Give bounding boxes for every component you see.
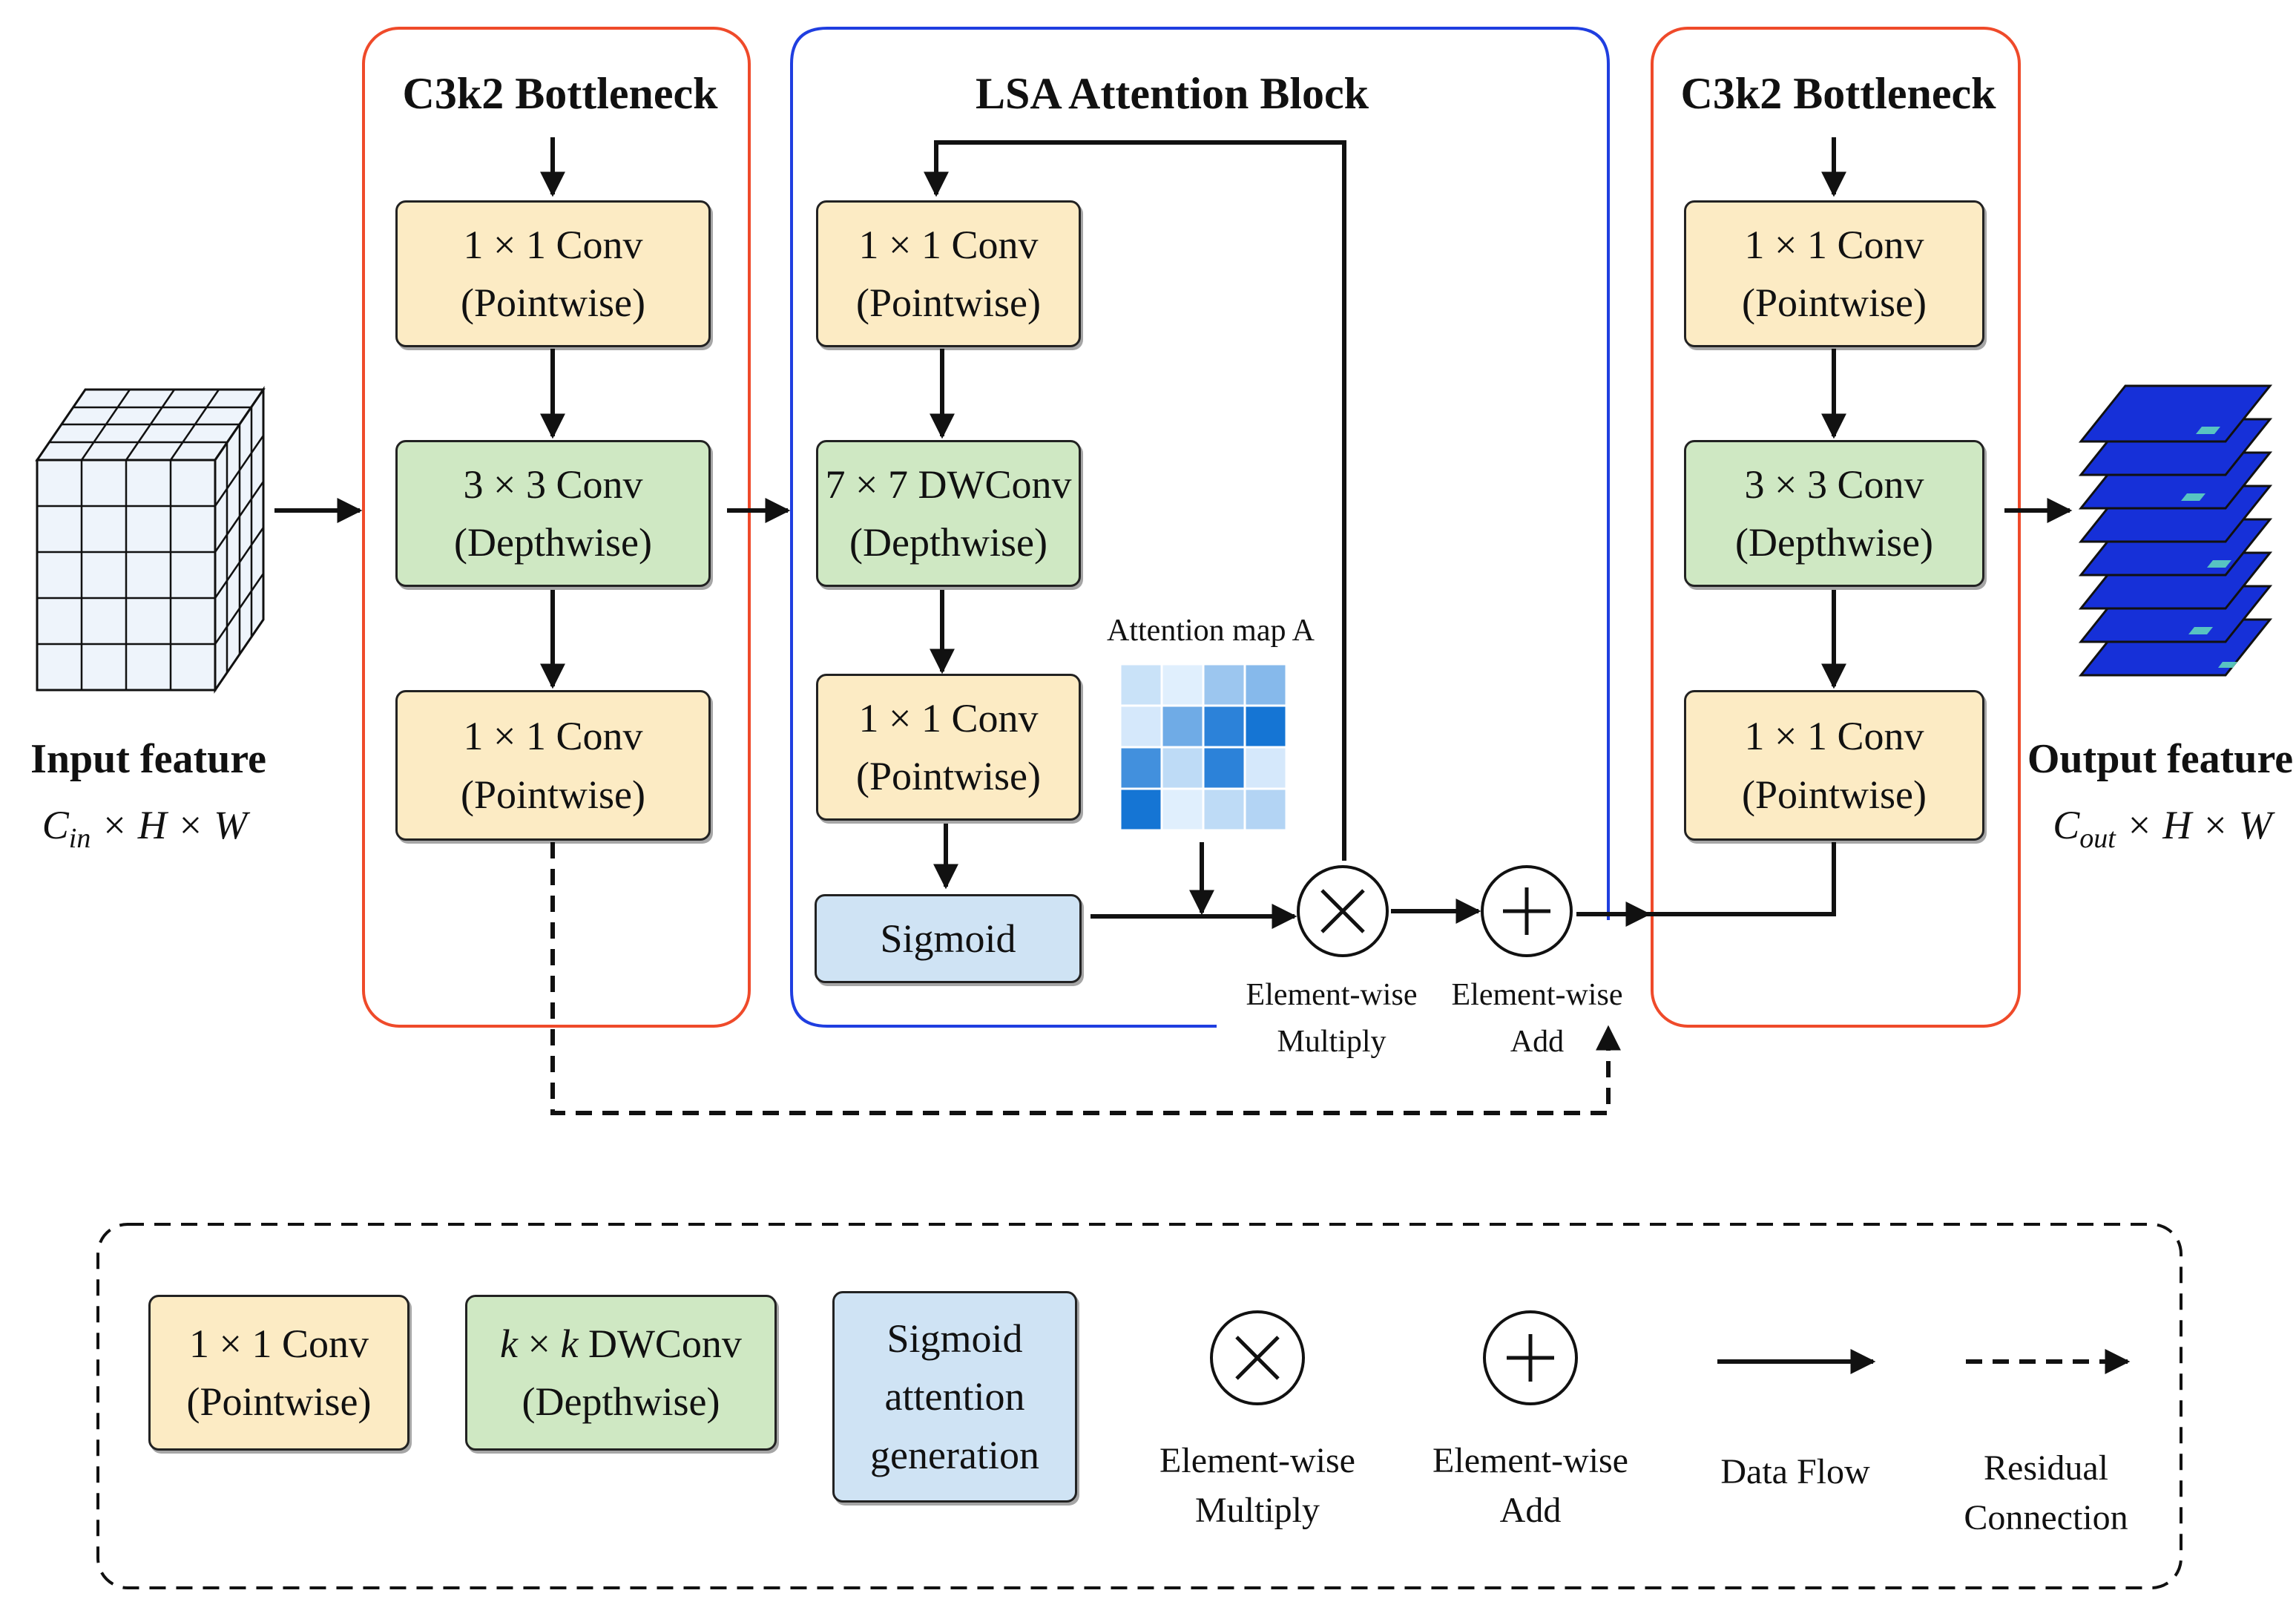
arrow-lsa-loop	[924, 140, 1346, 861]
attention-map-cell	[1160, 663, 1205, 707]
lsa-block-title: LSA Attention Block	[975, 69, 1369, 118]
multiply-operator	[1297, 865, 1389, 957]
attention-map-cell	[1119, 746, 1163, 790]
legend-residual-label: Residual Connection	[1964, 1443, 2128, 1543]
legend-residual-line2: Connection	[1964, 1498, 2128, 1538]
legend-dwconv-label: k × k DWConv	[500, 1321, 742, 1366]
lsa-conv3-sub: (Pointwise)	[856, 754, 1041, 798]
left-conv3-sub: (Pointwise)	[461, 772, 645, 817]
right-bottleneck-container	[1651, 27, 2021, 1028]
multiply-label: Element-wise Multiply	[1246, 972, 1418, 1066]
legend-residual-line1: Residual	[1984, 1448, 2108, 1488]
lsa-conv2-label: 7 × 7 DWConv	[825, 462, 1072, 507]
input-feature-title: Input feature	[30, 736, 266, 782]
left-conv1-sub: (Pointwise)	[461, 280, 645, 325]
lsa-conv2-sub: (Depthwise)	[849, 520, 1047, 565]
legend-pointwise-label: 1 × 1 Conv	[189, 1321, 369, 1366]
attention-map-cell	[1202, 663, 1246, 707]
attention-map-cell	[1160, 746, 1205, 790]
attention-map-cell	[1202, 746, 1246, 790]
legend-multiply-icon	[1210, 1310, 1305, 1405]
lsa-conv1-label: 1 × 1 Conv	[858, 222, 1039, 267]
attention-map-cell	[1202, 787, 1246, 832]
legend-multiply-line1: Element-wise	[1159, 1441, 1355, 1480]
right-conv1-label: 1 × 1 Conv	[1744, 222, 1924, 267]
attention-map-cell	[1160, 787, 1205, 832]
lsa-conv2-box: 7 × 7 DWConv (Depthwise)	[816, 440, 1081, 587]
residual-connection	[550, 842, 1621, 1115]
multiply-label-line2: Multiply	[1277, 1025, 1387, 1059]
right-conv1-sub: (Pointwise)	[1742, 280, 1927, 325]
right-conv2-sub: (Depthwise)	[1735, 520, 1933, 565]
attention-map-cell	[1243, 663, 1288, 707]
add-label: Element-wise Add	[1452, 972, 1623, 1066]
add-label-line2: Add	[1510, 1025, 1565, 1059]
legend-dataflow-label: Data Flow	[1720, 1452, 1870, 1491]
left-bottleneck-container	[362, 27, 751, 1028]
attention-map-cell	[1119, 663, 1163, 707]
lsa-conv3-label: 1 × 1 Conv	[858, 695, 1039, 741]
attention-map-cell	[1243, 704, 1288, 749]
attention-map-cell	[1160, 704, 1205, 749]
legend-add-icon	[1483, 1310, 1578, 1405]
add-operator	[1481, 865, 1573, 957]
right-conv1-box: 1 × 1 Conv (Pointwise)	[1684, 200, 1984, 347]
input-feature-dims: Cin × H × W	[42, 803, 248, 854]
arrow-right-out-line	[1648, 842, 1836, 916]
legend-multiply-line2: Multiply	[1194, 1491, 1320, 1531]
lsa-sigmoid-label: Sigmoid	[880, 916, 1016, 961]
legend-sigmoid-line1: Sigmoid	[887, 1316, 1023, 1362]
output-feature-dims: Cout × H × W	[2053, 803, 2272, 854]
attention-map-cell	[1119, 787, 1163, 832]
legend-sigmoid-line3: generation	[870, 1432, 1039, 1477]
attention-map-cell	[1119, 704, 1163, 749]
legend-border	[96, 1223, 2182, 1589]
lsa-sigmoid-box: Sigmoid	[815, 894, 1082, 983]
left-conv2-box: 3 × 3 Conv (Depthwise)	[395, 440, 711, 587]
legend-dwconv-box: k × k DWConv (Depthwise)	[465, 1295, 777, 1451]
left-conv2-label: 3 × 3 Conv	[463, 462, 643, 507]
left-conv1-label: 1 × 1 Conv	[463, 222, 643, 267]
right-block-title: C3k2 Bottleneck	[1680, 69, 1996, 118]
right-conv3-box: 1 × 1 Conv (Pointwise)	[1684, 690, 1984, 841]
legend-add-label: Element-wise Add	[1432, 1436, 1628, 1535]
lsa-conv1-sub: (Pointwise)	[856, 280, 1041, 325]
left-block-title: C3k2 Bottleneck	[402, 69, 718, 118]
attention-map-cell	[1243, 746, 1288, 790]
left-conv2-sub: (Depthwise)	[454, 520, 652, 565]
lsa-conv1-box: 1 × 1 Conv (Pointwise)	[816, 200, 1081, 347]
attention-map-cell	[1243, 787, 1288, 832]
right-conv3-sub: (Pointwise)	[1742, 772, 1927, 817]
attention-map-label: Attention map A	[1107, 614, 1315, 648]
legend-sigmoid-box: Sigmoid attention generation	[832, 1291, 1077, 1503]
output-feature-title: Output feature	[2027, 736, 2294, 782]
legend-pointwise-box: 1 × 1 Conv (Pointwise)	[148, 1295, 409, 1451]
right-conv3-label: 1 × 1 Conv	[1744, 714, 1924, 759]
attention-map-cell	[1202, 704, 1246, 749]
left-conv1-box: 1 × 1 Conv (Pointwise)	[395, 200, 711, 347]
left-conv3-label: 1 × 1 Conv	[463, 714, 643, 759]
legend-multiply-label: Element-wise Multiply	[1159, 1436, 1355, 1535]
left-conv3-box: 1 × 1 Conv (Pointwise)	[395, 690, 711, 841]
attention-map-grid	[1119, 663, 1288, 832]
input-feature-cube	[35, 386, 266, 694]
right-conv2-box: 3 × 3 Conv (Depthwise)	[1684, 440, 1984, 587]
lsa-conv3-box: 1 × 1 Conv (Pointwise)	[816, 674, 1081, 821]
output-feature-stack	[2078, 384, 2273, 677]
multiply-label-line1: Element-wise	[1246, 978, 1418, 1012]
legend-add-line2: Add	[1499, 1491, 1562, 1531]
legend-sigmoid-line2: attention	[884, 1374, 1025, 1419]
add-label-line1: Element-wise	[1451, 978, 1623, 1012]
legend-add-line1: Element-wise	[1432, 1441, 1628, 1480]
right-conv2-label: 3 × 3 Conv	[1744, 462, 1924, 507]
legend-dwconv-sub: (Depthwise)	[522, 1379, 720, 1424]
legend-pointwise-sub: (Pointwise)	[186, 1379, 372, 1424]
lsa-block-container	[790, 27, 1610, 1028]
